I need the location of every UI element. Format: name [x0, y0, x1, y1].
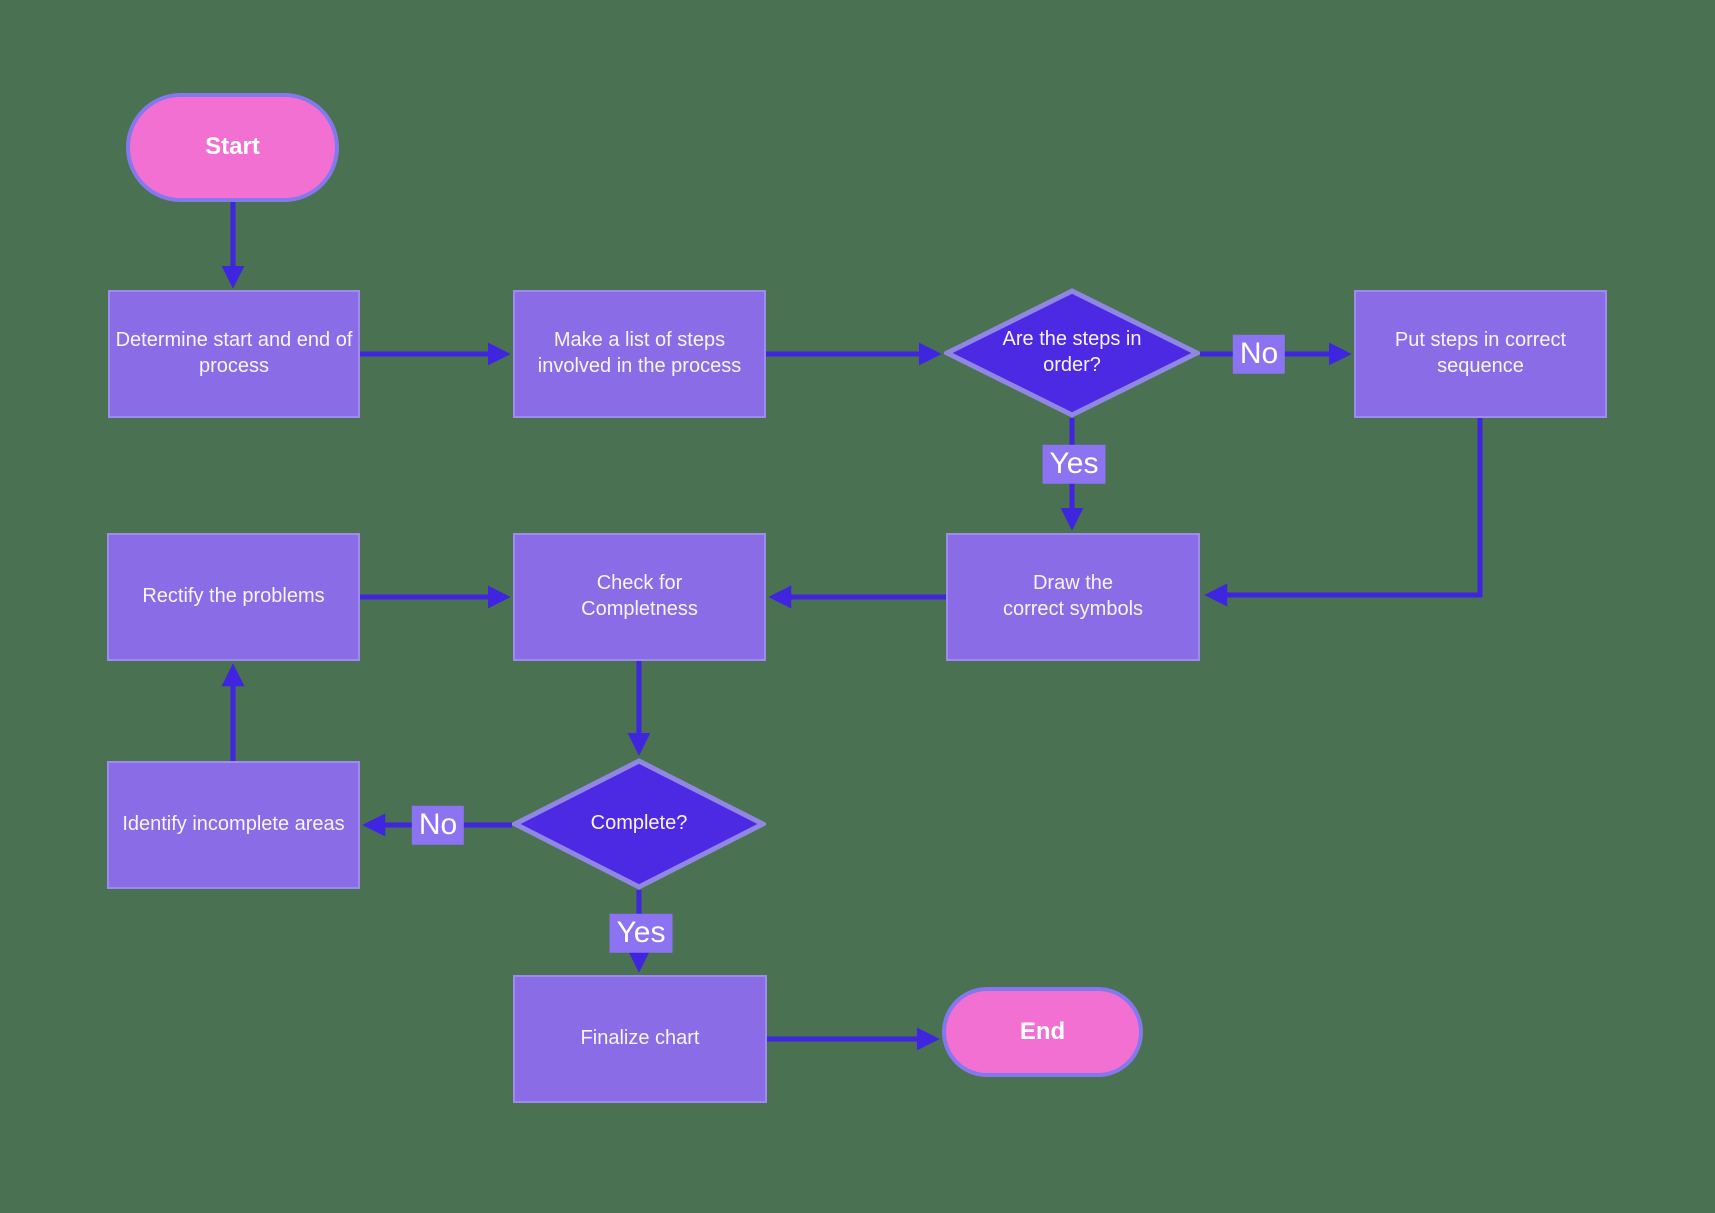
node-decision-complete: Complete?	[512, 758, 766, 890]
node-decision-steps-in-order-label: Are the steps in order?	[1002, 328, 1142, 376]
node-make-list-of-steps-label: Make a list of steps involved in the pro…	[537, 329, 742, 377]
node-identify-incomplete-areas: Identify incomplete areas	[107, 761, 360, 889]
node-determine-start-end-label: Determine start and end of process	[115, 329, 353, 377]
node-make-list-of-steps: Make a list of steps involved in the pro…	[513, 290, 766, 418]
node-start: Start	[126, 93, 339, 202]
node-end-label: End	[1019, 1017, 1066, 1045]
edge-label-complete-yes: Yes	[609, 913, 673, 953]
decision-diamond-shape	[944, 288, 1200, 418]
edge-label-order-yes: Yes	[1042, 444, 1106, 484]
node-finalize-chart: Finalize chart	[513, 975, 767, 1103]
node-draw-correct-symbols: Draw the correct symbols	[946, 533, 1200, 661]
node-decision-steps-in-order: Are the steps in order?	[944, 288, 1200, 418]
edge-label-order-no: No	[1232, 334, 1286, 374]
node-check-for-completeness-label: Check for Completness	[581, 572, 698, 620]
node-put-steps-in-sequence-label: Put steps in correct sequence	[1394, 329, 1567, 377]
node-end: End	[942, 987, 1143, 1077]
node-decision-complete-label: Complete?	[590, 812, 688, 835]
node-start-label: Start	[205, 133, 260, 161]
node-finalize-chart-label: Finalize chart	[580, 1027, 700, 1050]
node-identify-incomplete-areas-label: Identify incomplete areas	[122, 813, 345, 836]
node-put-steps-in-sequence: Put steps in correct sequence	[1354, 290, 1607, 418]
node-rectify-problems-label: Rectify the problems	[142, 585, 325, 608]
node-draw-correct-symbols-label: Draw the correct symbols	[1002, 572, 1144, 620]
node-determine-start-end: Determine start and end of process	[108, 290, 360, 418]
arrow-putsteps-to-draw	[1204, 418, 1483, 607]
edge-label-complete-no: No	[411, 805, 465, 845]
decision-diamond-shape	[512, 758, 766, 890]
node-check-for-completeness: Check for Completness	[513, 533, 766, 661]
node-rectify-problems: Rectify the problems	[107, 533, 360, 661]
